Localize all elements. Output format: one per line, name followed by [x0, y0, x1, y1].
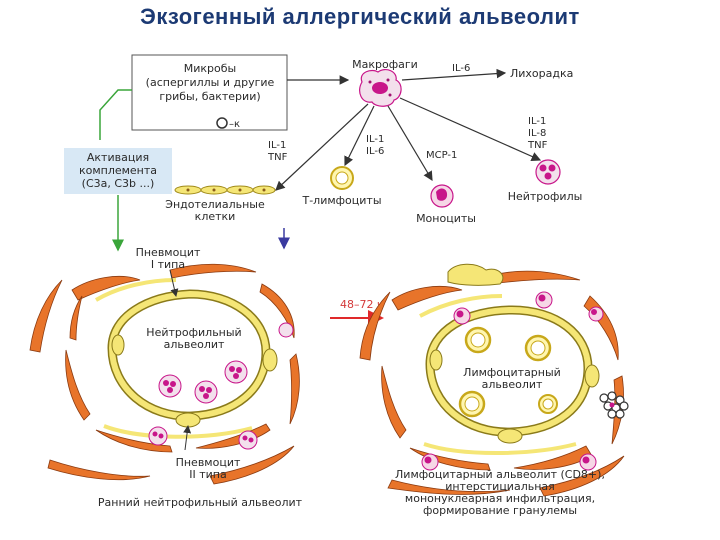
- microbes-sub-2: грибы, бактерии): [159, 90, 260, 103]
- microbes-label: Микробы: [184, 62, 236, 75]
- antigen-icon: [216, 117, 228, 129]
- cyt-il6-b: IL-6: [366, 146, 384, 157]
- arrow-t-lymph: [344, 105, 375, 167]
- pneumocyte1-label-a: Пневмоцит: [136, 246, 201, 259]
- right-caption-2: интерстициальная: [445, 480, 555, 493]
- time-arrow-label: 48–72 ч: [340, 298, 384, 311]
- pneumocyte2-label-b: II типа: [189, 468, 226, 481]
- arrow-fever: [401, 68, 507, 81]
- t-lymph-label: Т-лимфоциты: [301, 194, 381, 207]
- pneumocyte2-label-a: Пневмоцит: [176, 456, 241, 469]
- cyt-tnf-c: TNF: [527, 140, 548, 151]
- right-alveolus-name-a: Лимфоцитарный: [463, 366, 561, 379]
- complement-line3: (С3а, С3b ...): [82, 177, 155, 190]
- left-alveolus: Пневмоцит I типа Нейтрофильный альвеолит…: [29, 246, 303, 509]
- cyt-mcp1: MCP-1: [426, 150, 457, 161]
- arrow-monocytes: [387, 105, 433, 182]
- left-caption: Ранний нейтрофильный альвеолит: [98, 496, 303, 509]
- left-alveolus-name-b: альвеолит: [164, 338, 225, 351]
- complement-box: Активация комплемента (С3а, С3b ...): [64, 148, 172, 194]
- right-alveolus: Лимфоцитарный альвеолит Лимфоцитарный ал…: [359, 263, 629, 517]
- arrow-neutrophils: [399, 97, 542, 161]
- cyt-il1-c: IL-1: [528, 116, 546, 127]
- complement-line1: Активация: [87, 151, 149, 164]
- monocytes-label: Моноциты: [416, 212, 476, 225]
- arrow-endothelial: [275, 103, 369, 191]
- page-title: Экзогенный аллергический альвеолит: [140, 4, 580, 29]
- neutrophils-label: Нейтрофилы: [508, 190, 583, 203]
- monocyte-cell: Моноциты: [416, 184, 476, 225]
- microbes-sub-1: (аспергиллы и другие: [146, 76, 275, 89]
- cyt-il1-b: IL-1: [366, 134, 384, 145]
- fever-label: Лихорадка: [510, 67, 573, 80]
- complement-line2: комплемента: [79, 164, 157, 177]
- t-lymphocyte-cell: Т-лимфоциты: [301, 166, 382, 207]
- cyt-tnf-a: TNF: [267, 152, 288, 163]
- cyt-il1-a: IL-1: [268, 140, 286, 151]
- right-caption-4: формирование гранулемы: [423, 504, 577, 517]
- right-alveolus-name-b: альвеолит: [482, 378, 543, 391]
- granuloma-cluster: [599, 391, 629, 419]
- microbes-box: Микробы (аспергиллы и другие грибы, бакт…: [131, 54, 288, 131]
- right-caption-3: мононуклеарная инфильтрация,: [405, 492, 595, 505]
- macrophage-cell: Макрофаги: [352, 58, 418, 107]
- neutrophil-cell: Нейтрофилы: [508, 159, 583, 203]
- left-alveolus-name-a: Нейтрофильный: [146, 326, 241, 339]
- il6-label: IL-6: [452, 63, 470, 74]
- endothelial-label-2: клетки: [195, 210, 236, 223]
- cyt-il8: IL-8: [528, 128, 546, 139]
- pneumocyte1-label-b: I типа: [151, 258, 185, 271]
- endothelial-label-1: Эндотелиальные: [165, 198, 265, 211]
- antigen-k-label: –к: [229, 119, 240, 130]
- lymphocytes-group: [458, 326, 558, 418]
- green-arrow-top: [99, 89, 132, 140]
- endothelial-cells: Эндотелиальные клетки: [165, 185, 276, 223]
- macrophage-label: Макрофаги: [352, 58, 418, 71]
- right-caption-1: Лимфоцитарный альвеолит (CD8+),: [395, 468, 605, 481]
